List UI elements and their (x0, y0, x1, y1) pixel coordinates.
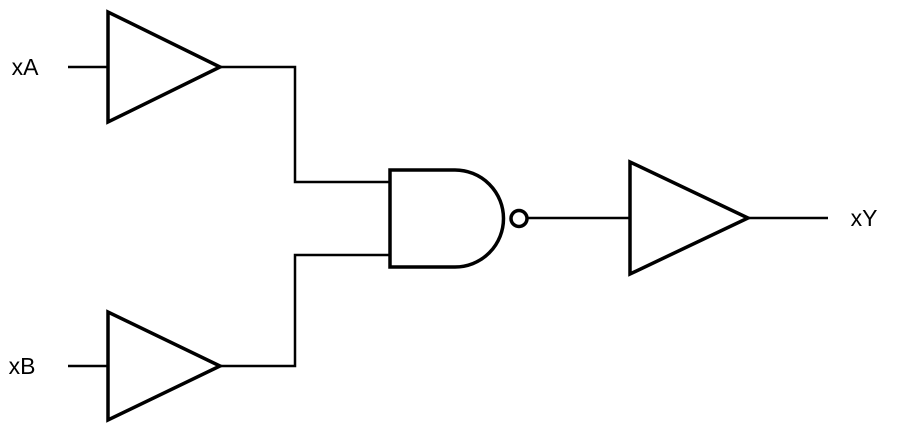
output-label-xy: xY (851, 205, 878, 231)
nand-inverter-bubble (509, 208, 529, 229)
wire-buffer-b-to-nand (220, 253, 390, 368)
output-buffer-gate (628, 159, 753, 277)
nand-gate-body (388, 168, 506, 269)
labels: xA xB xY (9, 54, 878, 379)
input-label-xa: xA (12, 54, 40, 80)
buffer-gate-a (106, 9, 224, 125)
buffer-gate-b (106, 309, 225, 423)
input-label-xb: xB (9, 353, 36, 379)
wires (68, 65, 828, 368)
wire-buffer-a-to-nand (220, 65, 390, 184)
gates (106, 9, 753, 423)
